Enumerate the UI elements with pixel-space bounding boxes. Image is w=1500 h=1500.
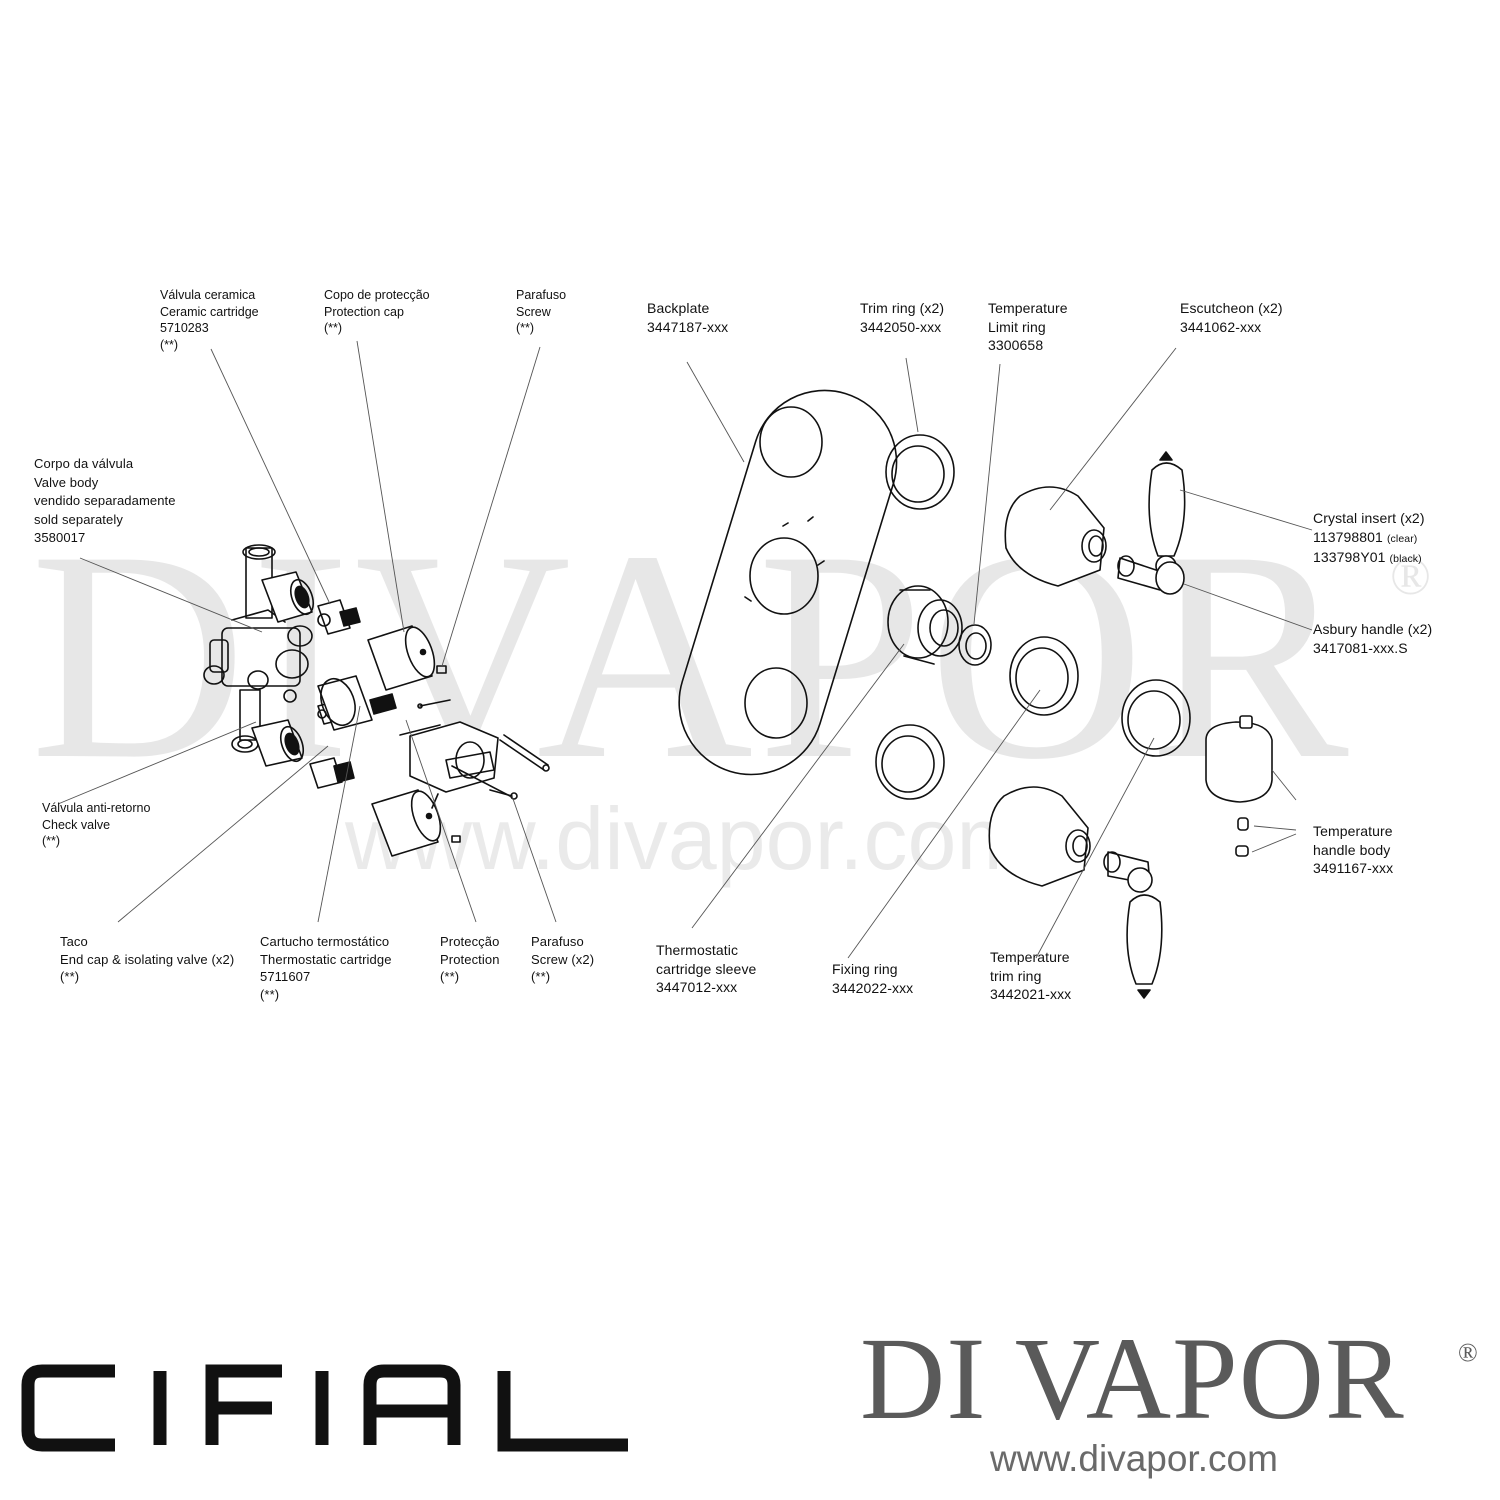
valve-body-part [203,544,313,753]
end-cap-upper [261,571,315,623]
screw-small-part [451,835,461,843]
divapor-brand-name: DI VAPOR [860,1313,1405,1444]
temperature-trim-ring-part [1121,679,1191,757]
temperature-handle-body-part [1205,715,1273,857]
divapor-registered-mark: ® [1458,1338,1478,1367]
label-trim-ring: Trim ring (x2)3442050-xxx [860,300,945,335]
watermark-registered: ® [1390,546,1432,606]
escutcheon-lower-part [988,786,1091,887]
isolating-valve-part [309,757,355,789]
trim-ring-upper-part [885,434,955,510]
label-crystal-insert: Crystal insert (x2) 113798801 (clear) 13… [1313,510,1425,565]
ceramic-cartridge-part [317,599,361,635]
fixing-ring-part [1009,636,1079,716]
protection-cap-lower-part [371,789,442,857]
screw-top-part [436,665,447,674]
mounting-bracket-part [399,699,511,809]
protection-cap-upper-part [367,625,436,691]
leader-lines [57,340,1313,959]
long-screws-part [489,734,550,800]
limit-ring-part [958,624,992,666]
cifial-logo-graphic [21,1364,628,1452]
label-escutcheon: Escutcheon (x2)3441062-xxx [1180,300,1283,335]
label-asbury-handle: Asbury handle (x2)3417081-xxx.S [1313,621,1433,656]
trim-ring-lower-part [875,724,945,800]
thermostatic-cartridge-part [317,675,397,731]
divapor-website-url: www.divapor.com [990,1438,1278,1479]
escutcheon-upper-part [1004,486,1107,587]
asbury-handle-lower-part [1103,851,1163,999]
asbury-handle-upper-part [1117,451,1186,595]
thermostatic-sleeve-part [887,585,963,665]
cifial-logo [20,1363,660,1458]
end-cap-lower [251,719,305,767]
backplate-part [678,389,898,776]
